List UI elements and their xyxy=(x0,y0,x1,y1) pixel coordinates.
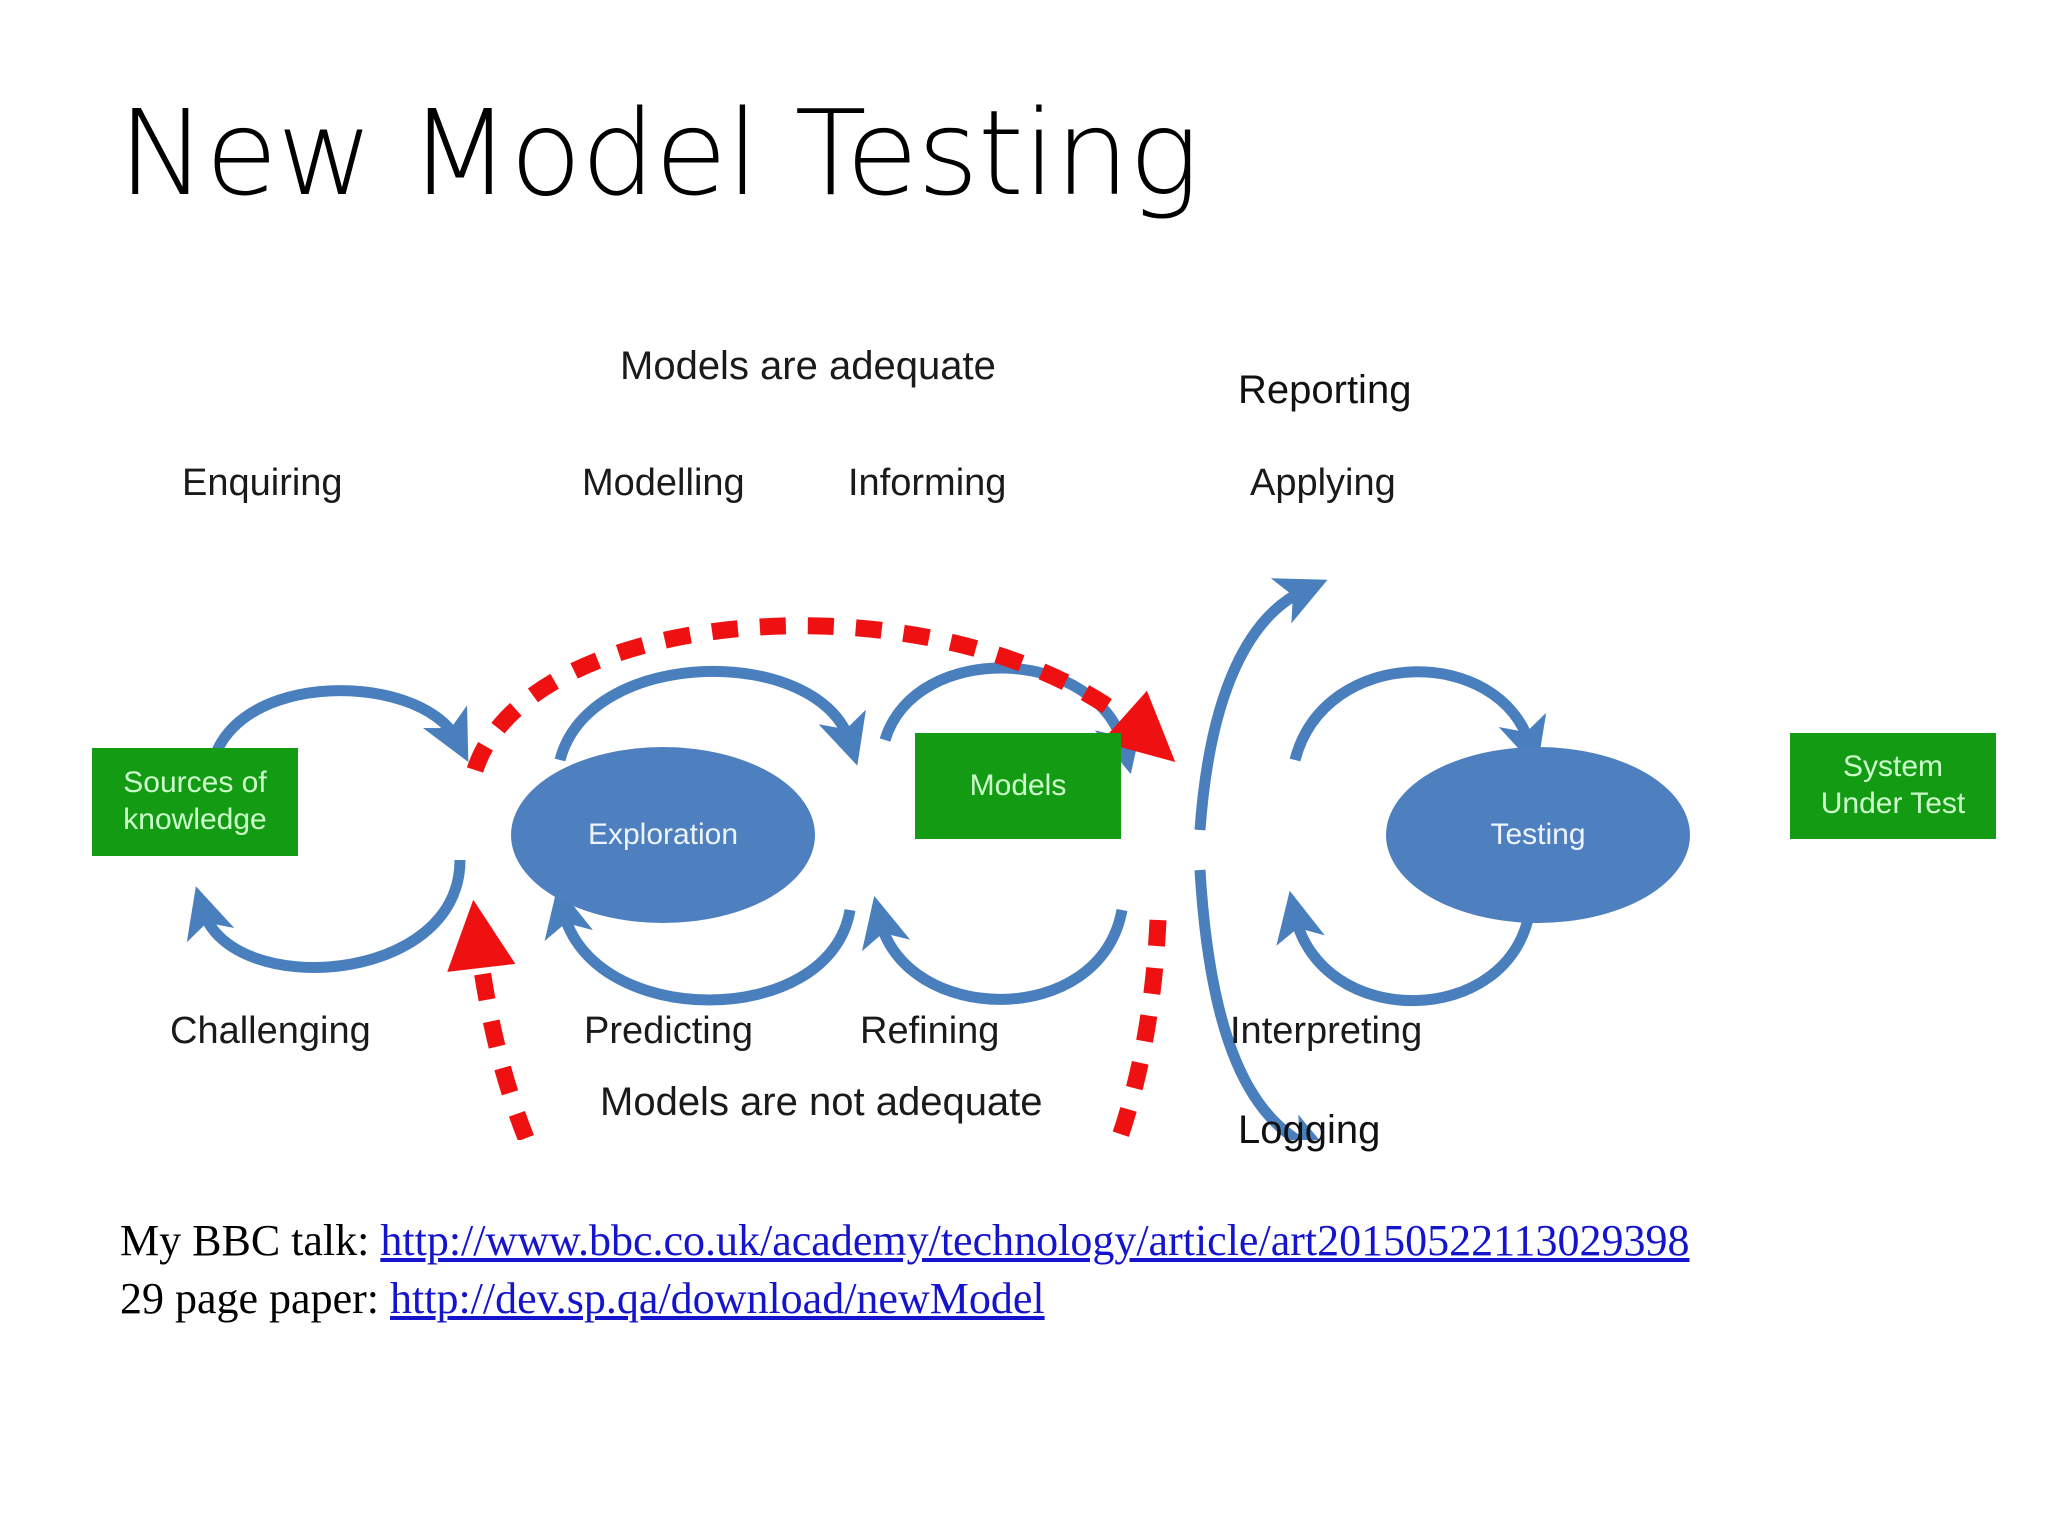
arrow-modelling xyxy=(554,666,866,766)
node-testing-label: Testing xyxy=(1490,818,1586,851)
diagram-arrows xyxy=(186,578,1690,1140)
footer-line2-prefix: 29 page paper: xyxy=(120,1274,390,1324)
arrow-enquiring xyxy=(204,685,469,786)
node-models[interactable]: Models xyxy=(915,733,1121,839)
arrow-interpreting xyxy=(1276,890,1536,1007)
footer-line-bbc: My BBC talk: http://www.bbc.co.uk/academ… xyxy=(120,1212,1689,1270)
output-label-reporting: Reporting xyxy=(1238,368,1412,412)
footer-line1-prefix: My BBC talk: xyxy=(120,1216,381,1265)
condition-label-models-are-not-adequate: Models are not adequate xyxy=(600,1080,1043,1124)
edge-label-informing: Informing xyxy=(848,462,1007,504)
node-exploration-label: Exploration xyxy=(587,818,739,851)
arrow-applying xyxy=(1289,666,1547,769)
arrow-predicting xyxy=(544,885,856,1006)
node-sut-line1: System xyxy=(1842,750,1944,784)
output-label-logging: Logging xyxy=(1238,1108,1381,1152)
edge-label-applying: Applying xyxy=(1250,462,1396,504)
bbc-talk-link[interactable]: http://www.bbc.co.uk/academy/technology/… xyxy=(380,1216,1690,1265)
node-sources-of-knowledge[interactable]: Sources of knowledge xyxy=(92,748,298,856)
edge-label-interpreting: Interpreting xyxy=(1230,1010,1423,1052)
node-system-under-test[interactable]: System Under Test xyxy=(1790,733,1996,839)
arrow-logging xyxy=(1194,869,1335,1140)
paper-download-link[interactable]: http://dev.sp.qa/download/newModel xyxy=(390,1274,1045,1324)
edge-label-modelling: Modelling xyxy=(582,462,745,504)
condition-label-models-are-adequate: Models are adequate xyxy=(620,344,996,388)
arrow-models-are-adequate xyxy=(466,617,1176,773)
node-sources-line1: Sources of xyxy=(123,766,267,800)
arrow-challenging xyxy=(186,859,466,973)
footer-line-paper: 29 page paper: http://dev.sp.qa/download… xyxy=(120,1270,1689,1328)
arrow-reporting xyxy=(1194,578,1328,831)
node-sources-line2: knowledge xyxy=(123,803,267,836)
new-model-testing-diagram: Sources of knowledge Exploration Models … xyxy=(60,344,2020,1152)
footer-links: My BBC talk: http://www.bbc.co.uk/academ… xyxy=(120,1212,1689,1328)
node-exploration-shape xyxy=(511,747,815,923)
arrow-refining xyxy=(862,895,1128,1005)
edge-label-enquiring: Enquiring xyxy=(182,462,343,504)
page-title: New Model Testing xyxy=(118,84,1199,222)
edge-label-challenging: Challenging xyxy=(170,1010,371,1052)
node-testing-shape xyxy=(1386,747,1690,923)
edge-label-predicting: Predicting xyxy=(584,1010,753,1052)
edge-label-refining: Refining xyxy=(860,1010,1000,1052)
node-sut-line2: Under Test xyxy=(1820,787,1966,820)
